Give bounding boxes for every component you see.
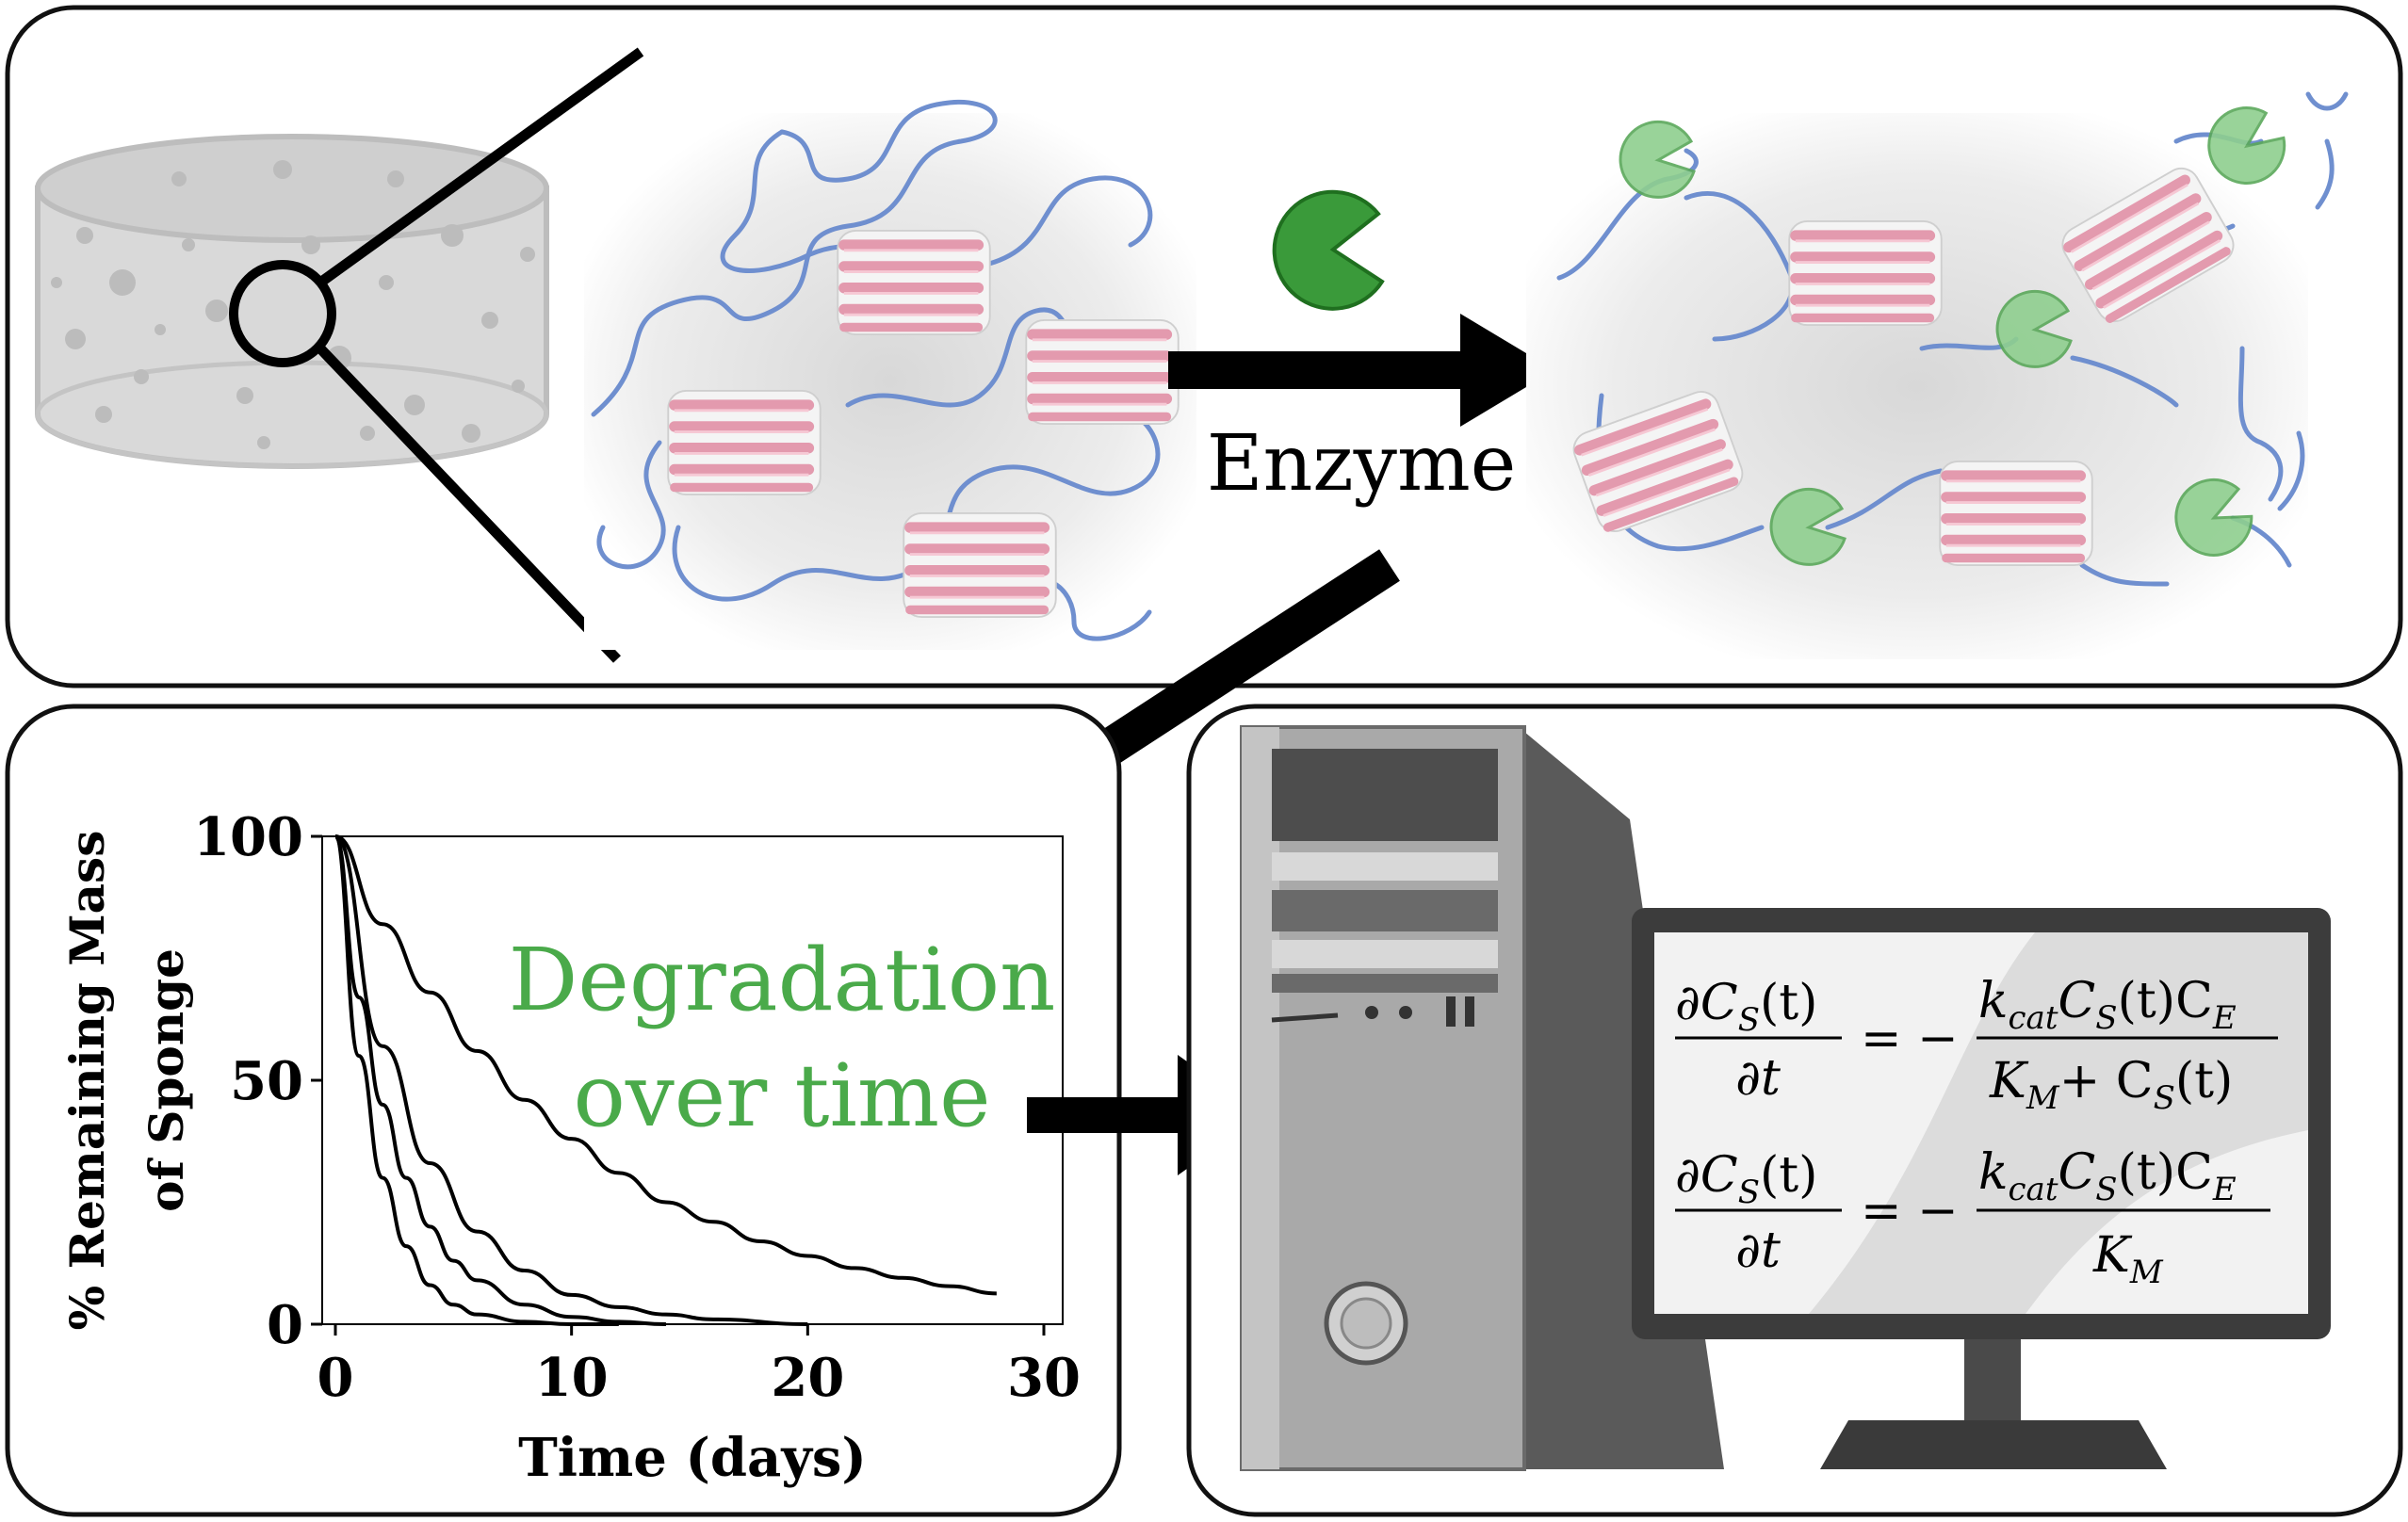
intact-protein-network (584, 100, 1196, 650)
x-tick-label-10: 10 (535, 1347, 609, 1409)
zoom-line-top (317, 47, 644, 287)
svg-text:∂CS(t): ∂CS(t) (1675, 975, 1817, 1039)
y-axis-label-line2: of Sponge (138, 948, 194, 1212)
zoom-line-bottom (317, 345, 621, 663)
series-line-3 (334, 834, 808, 1326)
equations: ∂CS(t) ∂t = − kcatCS(t)CE KM+ CS(t) ∂CS(… (1675, 973, 2278, 1291)
computer-tower-icon (1240, 725, 1724, 1471)
series-line-2 (334, 834, 666, 1326)
enzyme-icon (1272, 189, 1385, 311)
equation-1: ∂CS(t) ∂t = − kcatCS(t)CE KM+ CS(t) (1675, 973, 2278, 1117)
sponge-cylinder-icon (35, 134, 549, 469)
series-line-4 (334, 834, 997, 1296)
x-axis-label: Time (days) (518, 1427, 867, 1489)
degradation-annotation-line1: Degradation (509, 930, 1056, 1030)
svg-text:KM: KM (2092, 1227, 2164, 1291)
degradation-annotation-line2: over time (573, 1045, 990, 1146)
y-tick-label-0: 0 (267, 1294, 303, 1356)
series-line-1 (334, 834, 619, 1326)
x-tick-label-20: 20 (771, 1347, 844, 1409)
enzyme-arrow (1168, 314, 1554, 427)
enzyme-label: Enzyme (1207, 419, 1516, 509)
y-axis-label-line1: % Remaining Mass (59, 831, 115, 1331)
svg-text:= −: = − (1861, 1183, 1959, 1239)
x-tick-label-30: 30 (1007, 1347, 1081, 1409)
monitor-icon (1632, 908, 2331, 1469)
equation-2: ∂CS(t) ∂t = − kcatCS(t)CE KM (1675, 1144, 2270, 1291)
y-tick-label-50: 50 (230, 1050, 303, 1112)
y-tick-label-100: 100 (193, 806, 303, 868)
svg-text:= −: = − (1861, 1011, 1959, 1067)
svg-text:∂t: ∂t (1735, 1050, 1781, 1107)
svg-text:kcatCS(t)CE: kcatCS(t)CE (1978, 1144, 2237, 1208)
x-tick-label-0: 0 (317, 1347, 354, 1409)
degraded-protein-network (1526, 91, 2349, 659)
svg-text:KM+ CS(t): KM+ CS(t) (1989, 1053, 2233, 1117)
zoom-circle (229, 260, 336, 367)
svg-text:∂t: ∂t (1735, 1222, 1781, 1279)
degradation-chart: 0 10 20 30 0 50 100 Time (days) % Remaining Ma… (59, 806, 1081, 1489)
svg-text:∂CS(t): ∂CS(t) (1675, 1147, 1817, 1211)
svg-text:kcatCS(t)CE: kcatCS(t)CE (1978, 973, 2237, 1037)
